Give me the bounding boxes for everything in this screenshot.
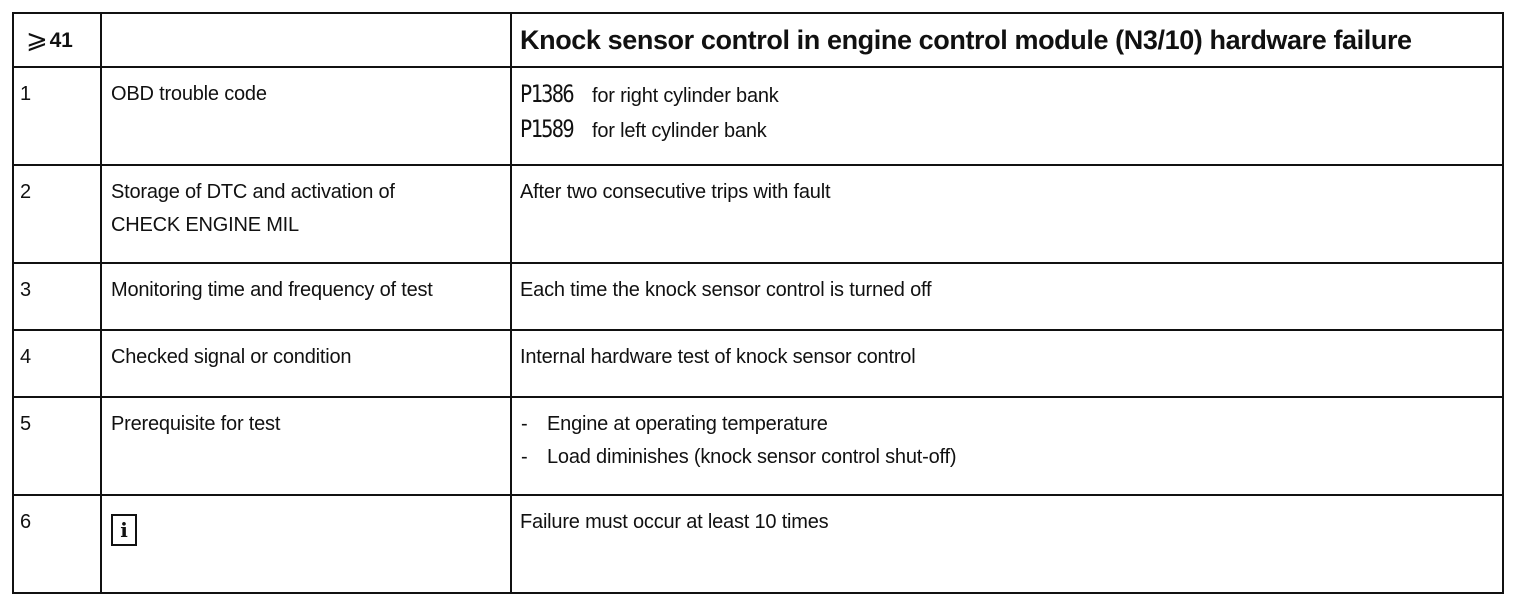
table-row: 2 Storage of DTC and activation of CHECK… [12, 164, 1504, 264]
row-value: P1386 for right cylinder bank P1589 for le… [510, 66, 1504, 166]
row-value: Internal hardware test of knock sensor c… [510, 329, 1504, 398]
row-label: Monitoring time and frequency of test [100, 262, 512, 331]
dash-bullet-icon: - [521, 413, 528, 435]
diagnostic-table: ⩾ 41 Knock sensor control in engine cont… [12, 12, 1504, 594]
row-label: Storage of DTC and activation of CHECK E… [100, 164, 512, 264]
row-value: Each time the knock sensor control is tu… [510, 262, 1504, 331]
list-item: -Engine at operating temperature [520, 408, 1502, 441]
code-line-right-bank: P1386 for right cylinder bank [520, 78, 1502, 113]
code-line-left-bank: P1589 for left cylinder bank [520, 113, 1502, 148]
row-number: 5 [12, 396, 102, 496]
row-value: Failure must occur at least 10 times [510, 494, 1504, 594]
row-number: 1 [12, 66, 102, 166]
table-row: 5 Prerequisite for test -Engine at opera… [12, 396, 1504, 496]
header-title-cell: Knock sensor control in engine control m… [510, 12, 1504, 68]
reference-arrow-icon: ⩾ [26, 23, 48, 54]
row-number: 2 [12, 164, 102, 264]
table-row: 3 Monitoring time and frequency of test … [12, 262, 1504, 331]
page-title: Knock sensor control in engine control m… [520, 24, 1412, 55]
list-item-text: Engine at operating temperature [547, 413, 828, 435]
trouble-code: P1386 [520, 80, 575, 108]
trouble-code-description: for left cylinder bank [592, 120, 767, 142]
row-label-line: CHECK ENGINE MIL [111, 214, 299, 236]
row-number: 4 [12, 329, 102, 398]
table-row: 4 Checked signal or condition Internal h… [12, 329, 1504, 398]
row-value: -Engine at operating temperature -Load d… [510, 396, 1504, 496]
row-number: 3 [12, 262, 102, 331]
trouble-code: P1589 [520, 115, 575, 143]
reference-cell: ⩾ 41 [12, 12, 102, 68]
list-item: -Load diminishes (knock sensor control s… [520, 441, 1502, 474]
row-label: Prerequisite for test [100, 396, 512, 496]
info-icon: i [111, 514, 137, 546]
table-row: 1 OBD trouble code P1386 for right cylind… [12, 66, 1504, 166]
trouble-code-description: for right cylinder bank [592, 85, 779, 107]
table-header-row: ⩾ 41 Knock sensor control in engine cont… [12, 12, 1504, 68]
row-label: OBD trouble code [100, 66, 512, 166]
table-row: 6 i Failure must occur at least 10 times [12, 494, 1504, 594]
list-item-text: Load diminishes (knock sensor control sh… [547, 446, 957, 468]
reference-number: 41 [49, 28, 73, 52]
row-label: i [100, 494, 512, 594]
dash-bullet-icon: - [521, 446, 528, 468]
row-label: Checked signal or condition [100, 329, 512, 398]
header-empty-cell [100, 12, 512, 68]
row-label-line: Storage of DTC and activation of [111, 181, 395, 203]
reference-label: ⩾ 41 [14, 14, 100, 66]
row-value: After two consecutive trips with fault [510, 164, 1504, 264]
row-number: 6 [12, 494, 102, 594]
